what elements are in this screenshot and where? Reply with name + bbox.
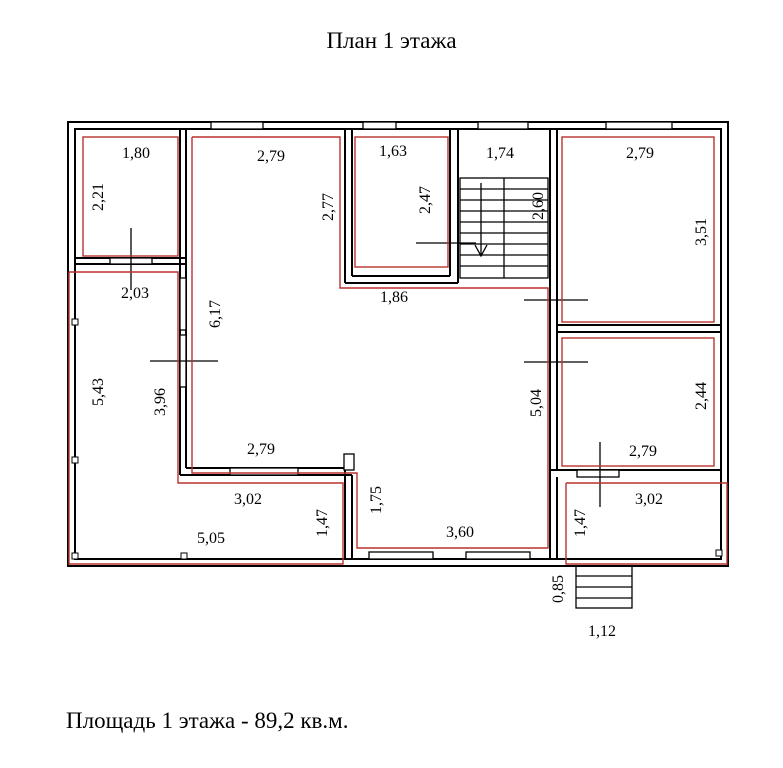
- dim-hall-top: 2,79: [257, 148, 285, 165]
- dim-bedroom-ne-depth: 3,51: [693, 218, 710, 246]
- dim-room-se-width: 2,79: [629, 443, 657, 460]
- dim-terrace-right-width: 3,02: [635, 491, 663, 508]
- dim-terrace-right-depth: 1,47: [572, 509, 589, 537]
- interior-walls: [75, 129, 721, 559]
- windows: [109, 121, 673, 560]
- dim-terrace-left-step: 1,47: [314, 509, 331, 537]
- porch-steps: [575, 565, 633, 609]
- dim-living-depth: 3,96: [152, 388, 169, 416]
- dim-corridor-length: 6,17: [207, 300, 224, 328]
- dim-vestibule-width: 2,03: [121, 285, 149, 302]
- staircase: [459, 177, 549, 279]
- dimension-labels: 1,80 2,21 2,79 2,77 1,63 2,47 1,74 2,60 …: [90, 143, 710, 640]
- dim-porch-width: 1,12: [588, 623, 616, 640]
- room-outlines: [68, 136, 728, 565]
- dim-terrace-left-inner: 3,02: [234, 491, 262, 508]
- dim-bath-depth: 2,21: [90, 183, 107, 211]
- dim-closet-width: 1,63: [379, 143, 407, 160]
- plan-title: План 1 этажа: [326, 28, 457, 53]
- dim-stair-width: 1,74: [486, 145, 514, 162]
- exterior-walls: [67, 121, 729, 567]
- dim-bedroom-ne-width: 2,79: [626, 145, 654, 162]
- dim-hall-side: 2,77: [320, 193, 337, 221]
- dim-porch-depth: 0,85: [550, 575, 567, 603]
- dim-stair-depth: 2,60: [530, 192, 547, 220]
- door-marks: [130, 228, 601, 507]
- dim-bath-width: 1,80: [122, 145, 150, 162]
- dim-central-depth: 5,04: [528, 389, 545, 417]
- dim-kitchen-depth: 1,75: [368, 486, 385, 514]
- dim-corridor-width: 1,86: [380, 289, 408, 306]
- dim-terrace-left-depth: 5,43: [90, 378, 107, 406]
- dim-room-se-depth: 2,44: [693, 382, 710, 410]
- dim-living-width: 2,79: [247, 441, 275, 458]
- dim-kitchen-width: 3,60: [446, 524, 474, 541]
- floor-area-caption: Площадь 1 этажа - 89,2 кв.м.: [66, 708, 349, 733]
- dim-terrace-left-bottom: 5,05: [197, 530, 225, 547]
- dim-closet-depth: 2,47: [417, 186, 434, 214]
